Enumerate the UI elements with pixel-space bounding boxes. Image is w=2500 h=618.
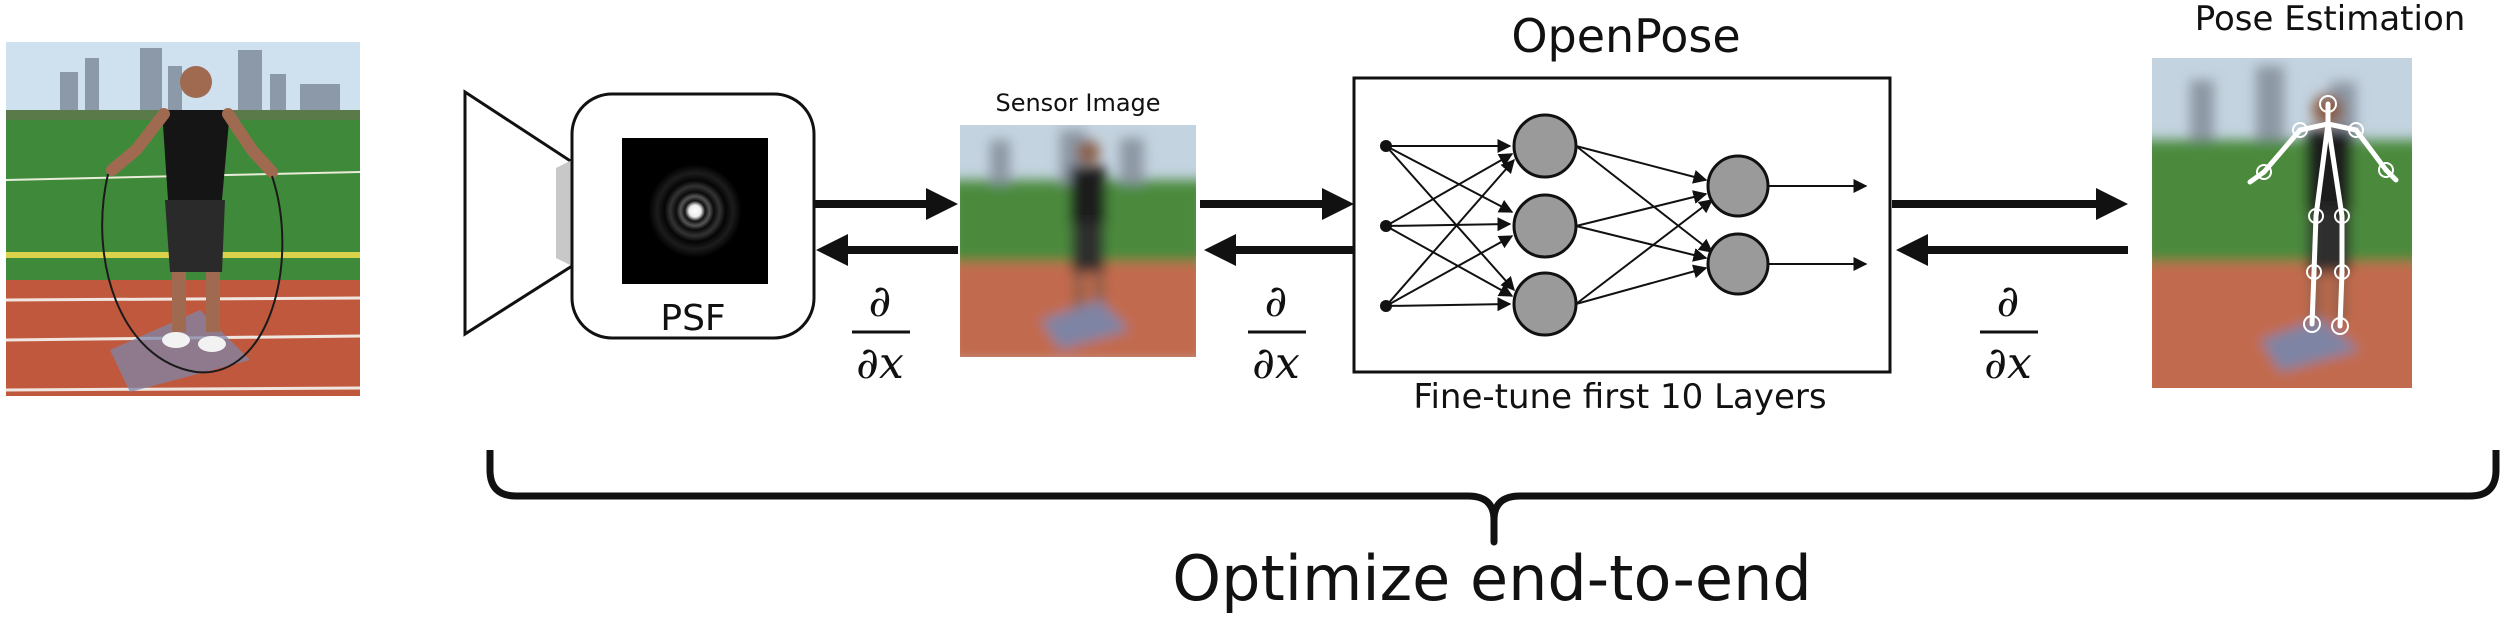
backward-arrow-1	[816, 234, 958, 266]
sensor-image-label: Sensor Image	[995, 89, 1160, 117]
input-nodes	[1380, 140, 1392, 312]
airy-disk-psf-icon	[622, 138, 768, 284]
svg-text:∂: ∂	[1997, 276, 2020, 327]
camera-body-icon: PSF	[463, 89, 816, 340]
camera-lens-cone	[463, 89, 574, 337]
optimize-label: Optimize end-to-end	[1172, 542, 1811, 615]
pose-estimation-image	[2152, 58, 2412, 388]
neural-network-icon	[1380, 113, 1868, 337]
pose-estimation-label: Pose Estimation	[2195, 0, 2466, 39]
hidden-layer-1	[1512, 113, 1578, 337]
forward-arrows	[814, 188, 2128, 220]
svg-text:∂: ∂	[869, 276, 892, 327]
hidden-layer-2	[1706, 154, 1770, 296]
fine-tune-label: Fine-tune first 10 Layers	[1413, 377, 1826, 417]
person-figure	[101, 66, 284, 374]
svg-text:∂: ∂	[1265, 276, 1288, 327]
forward-arrow-2	[1200, 188, 1354, 220]
backward-arrow-3	[1896, 234, 2128, 266]
sensor-image	[960, 125, 1196, 357]
forward-arrow-3	[1892, 188, 2128, 220]
skeleton-joints	[2256, 95, 2394, 335]
psf-label: PSF	[660, 298, 725, 339]
city-skyline	[60, 48, 340, 120]
svg-text:∂x: ∂x	[1252, 338, 1300, 389]
skeleton-overlay	[2247, 101, 2399, 329]
input-scene-photo	[6, 42, 360, 396]
gradient-label-3: ∂ ∂x	[1980, 276, 2038, 389]
backward-arrows	[816, 234, 2128, 266]
svg-text:∂x: ∂x	[856, 338, 904, 389]
gradient-label-2: ∂ ∂x	[1248, 276, 1306, 389]
gradient-label-1: ∂ ∂x	[852, 276, 910, 389]
network-connections	[1385, 139, 1868, 312]
optimize-brace	[486, 450, 2500, 546]
openpose-title: OpenPose	[1511, 9, 1740, 63]
svg-text:∂x: ∂x	[1984, 338, 2032, 389]
backward-arrow-2	[1204, 234, 1354, 266]
forward-arrow-1	[814, 188, 958, 220]
